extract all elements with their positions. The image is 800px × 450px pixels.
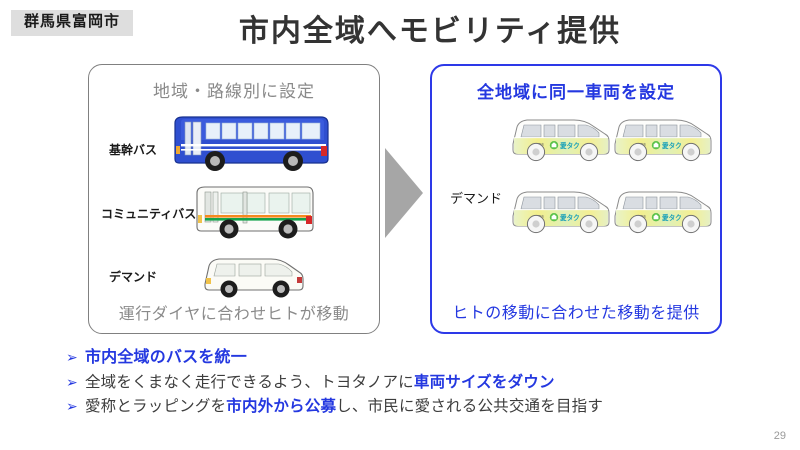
bullet-item-3: ➢ 愛称とラッピングを市内外から公募し、市民に愛される公共交通を目指す xyxy=(66,395,766,418)
bullet-marker-icon: ➢ xyxy=(66,349,78,365)
wrapped-demand-van-icon: 愛タク 富岡市 xyxy=(610,186,718,243)
left-panel: 地域・路線別に設定 基幹バス コミュニティバス デマンド xyxy=(88,64,380,334)
left-row-label-trunk-bus: 基幹バス xyxy=(109,143,158,157)
bullet-marker-icon: ➢ xyxy=(66,398,78,415)
page-number: 29 xyxy=(773,430,786,442)
bullet-text-2-emphasis: 車両サイズをダウン xyxy=(413,374,555,391)
right-row-label-demand: デマンド xyxy=(450,191,503,206)
svg-text:愛タク: 愛タク xyxy=(662,213,682,222)
right-panel-heading: 全地域に同一車両を設定 xyxy=(477,83,675,102)
right-arrow-icon xyxy=(385,148,423,238)
bullet-list: ➢ 市内全域のバスを統一 ➢ 全域をくまなく走行できるよう、トヨタノアに車両サイ… xyxy=(66,346,766,420)
bullet-text-3-plain-b: し、市民に愛される公共交通を目指す xyxy=(336,398,604,416)
bullet-text-2-plain: 全域をくまなく走行できるよう、トヨタノアに xyxy=(84,374,414,391)
svg-text:愛タク: 愛タク xyxy=(560,141,580,150)
community-bus-icon xyxy=(193,183,318,248)
wrapped-demand-van-icon: 愛タク 富岡市 xyxy=(508,186,616,243)
right-panel: 全地域に同一車両を設定 デマンド xyxy=(430,64,722,334)
right-panel-footer: ヒトの移動に合わせた移動を提供 xyxy=(452,305,700,322)
svg-text:愛タク: 愛タク xyxy=(662,141,682,150)
page-title: 市内全域へモビリティ提供 xyxy=(238,15,622,48)
wrapped-demand-van-icon: 愛タク 富岡市 xyxy=(508,114,616,171)
bullet-text-2: 全域をくまなく走行できるよう、トヨタノアに車両サイズをダウン xyxy=(85,371,555,394)
left-row-label-demand: デマンド xyxy=(109,270,158,284)
svg-text:愛タク: 愛タク xyxy=(560,213,580,222)
left-panel-footer: 運行ダイヤに合わせヒトが移動 xyxy=(118,306,350,323)
bullet-text-3-emphasis: 市内外から公募 xyxy=(226,398,337,416)
bullet-text-3-plain-a: 愛称とラッピングを xyxy=(84,398,227,416)
left-row-label-community-bus: コミュニティバス xyxy=(101,207,197,221)
trunk-bus-icon xyxy=(171,113,331,180)
demand-van-icon xyxy=(199,252,309,305)
bullet-item-1: ➢ 市内全域のバスを統一 xyxy=(66,346,766,370)
bullet-text-1: 市内全域のバスを統一 xyxy=(84,349,247,366)
bullet-marker-icon: ➢ xyxy=(66,374,78,390)
left-panel-heading: 地域・路線別に設定 xyxy=(153,82,315,101)
municipality-badge: 群馬県富岡市 xyxy=(11,10,134,36)
bullet-item-2: ➢ 全域をくまなく走行できるよう、トヨタノアに車両サイズをダウン xyxy=(66,371,766,394)
bullet-text-3: 愛称とラッピングを市内外から公募し、市民に愛される公共交通を目指す xyxy=(85,395,603,418)
wrapped-demand-van-icon: 愛タク 富岡市 xyxy=(610,114,718,171)
